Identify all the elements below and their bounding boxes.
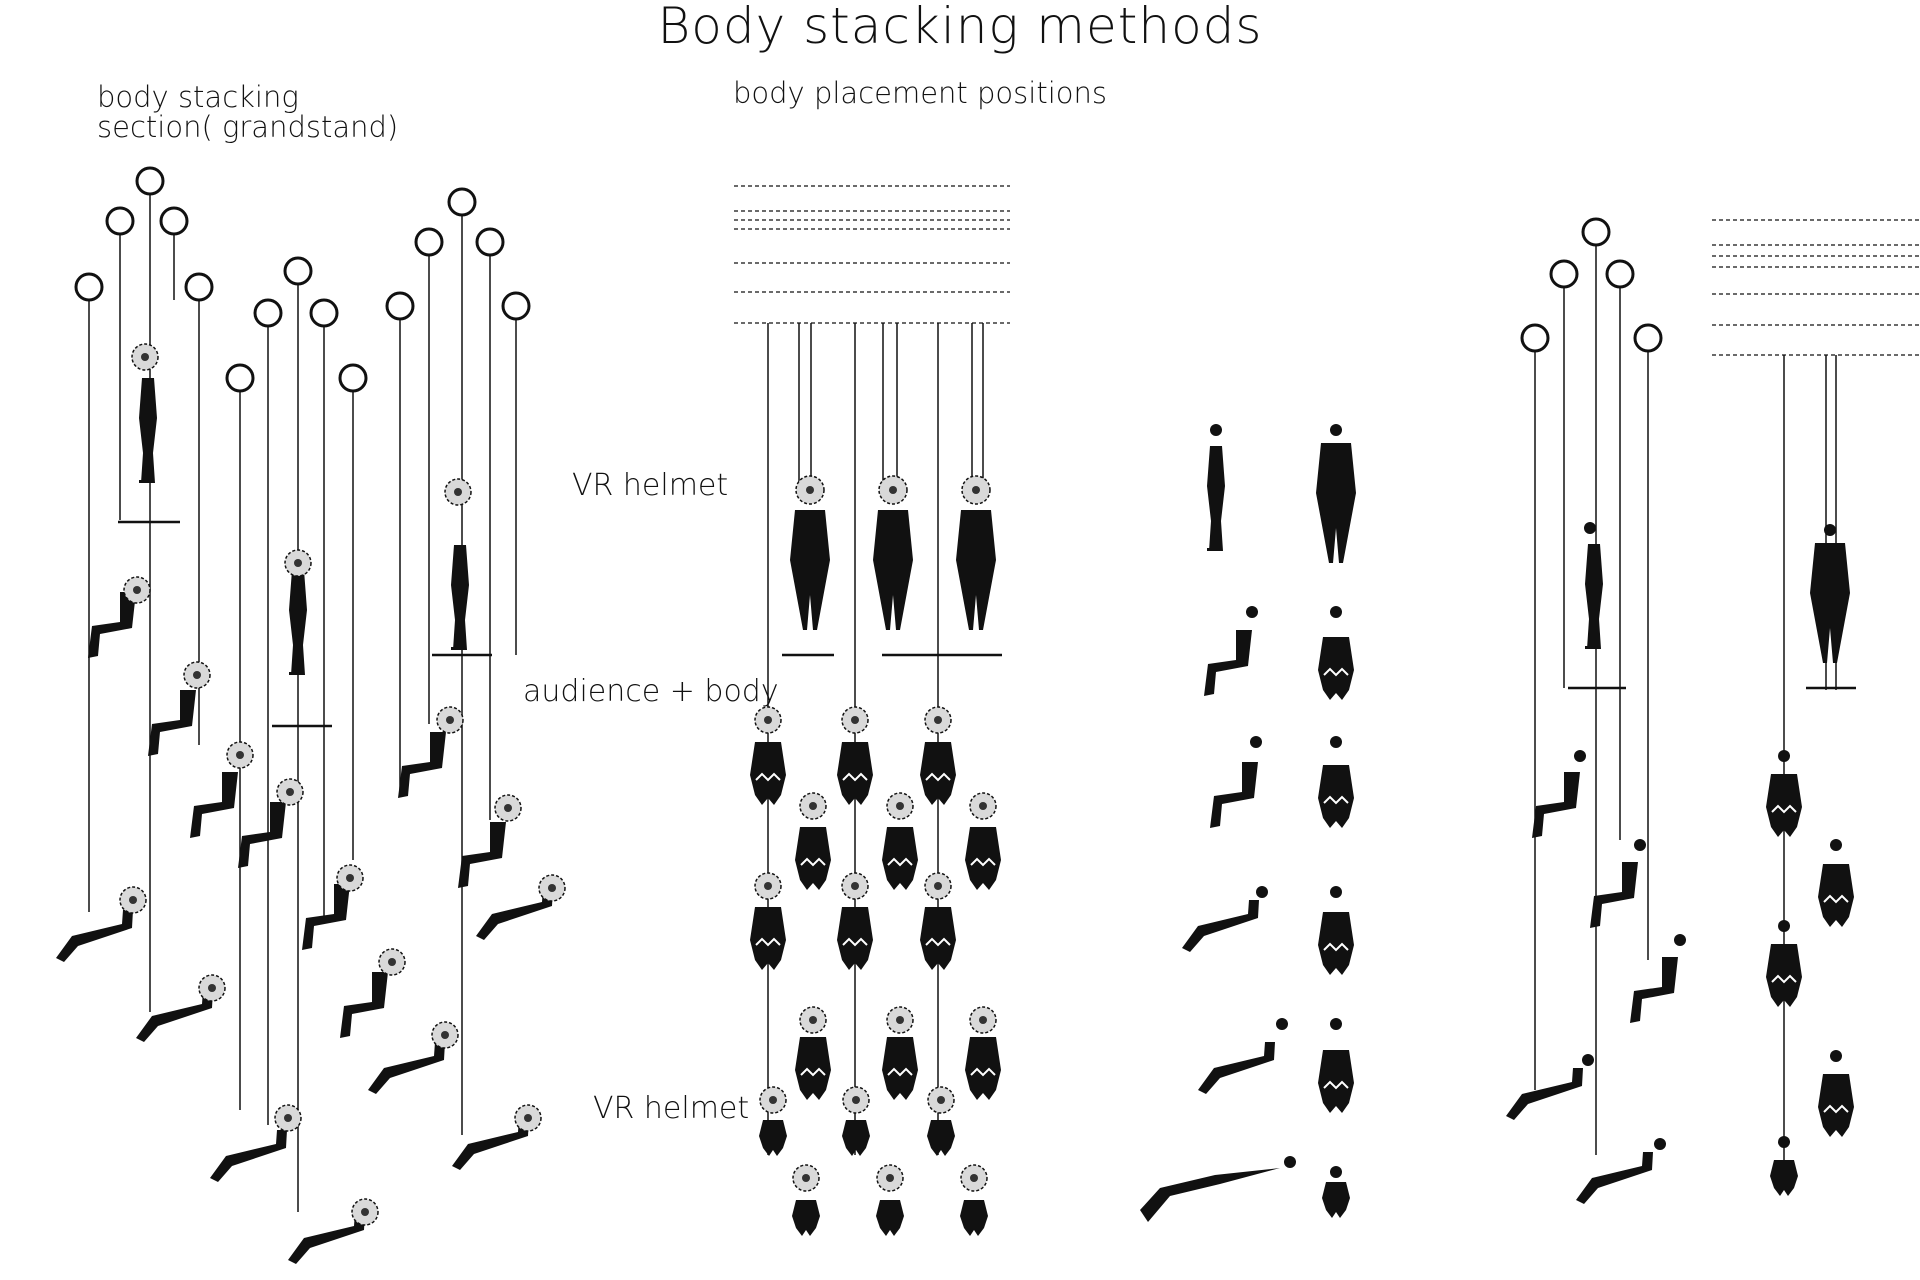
reclined-body-front (759, 1120, 787, 1156)
seated-body-front (836, 906, 874, 971)
speaker-circle (475, 227, 505, 257)
reclined-front (1317, 911, 1355, 976)
seated-body (190, 772, 238, 838)
standing-body-front (873, 510, 913, 630)
placement-positions-label: body placement positions (733, 76, 1107, 110)
standing-side (1585, 544, 1603, 649)
placement-ceiling-dashes (734, 185, 1010, 324)
reclined-body (288, 1212, 365, 1264)
standing-side (1207, 446, 1225, 551)
laid-back-front (1317, 1049, 1355, 1114)
speaker-circle (338, 363, 368, 393)
speaker-circle (184, 272, 214, 302)
vr-helmet-label-bottom: VR helmet (593, 1091, 750, 1126)
seated-body (398, 732, 446, 798)
audience-body-label: audience + body (523, 674, 779, 709)
speaker-circle (283, 256, 313, 286)
placement-bodies (749, 510, 1002, 1236)
placement-helmet-dots (764, 486, 987, 1182)
seated-side (1590, 862, 1638, 928)
seated-body (88, 592, 136, 658)
speaker-circle (135, 166, 165, 196)
seated-body-front (749, 741, 787, 806)
speaker-circle (159, 206, 189, 236)
reclined-body-front (842, 1120, 870, 1156)
reclined-side (1182, 900, 1259, 952)
speaker-circle (309, 298, 339, 328)
flat-front (1770, 1160, 1798, 1196)
tilted-side (1210, 762, 1258, 828)
standing-body (139, 378, 157, 483)
seated-body-front (919, 741, 957, 806)
seated-side (1204, 630, 1252, 696)
speaker-circle (225, 363, 255, 393)
seated-body (458, 822, 506, 888)
grandstand-bodies (56, 378, 553, 1264)
tilted-front (1317, 764, 1355, 829)
seated-body (340, 972, 388, 1038)
speaker-circle (253, 298, 283, 328)
flat-side (1140, 1168, 1280, 1222)
flat-front (1322, 1182, 1350, 1218)
seated-body-front (749, 906, 787, 971)
grandstand-suspension-lines (88, 194, 517, 1212)
placement-suspension-lines (767, 323, 1002, 1155)
reclined-body (136, 990, 213, 1042)
posture-sequence (1140, 424, 1356, 1222)
speaker-circle (447, 187, 477, 217)
reclined-side (1506, 1068, 1583, 1120)
seated-front (1317, 636, 1355, 701)
right-ceiling-dashes (1712, 219, 1920, 356)
reclined-body-front (876, 1200, 904, 1236)
seated-body (148, 690, 196, 756)
seated-body-front (964, 1036, 1002, 1101)
seated-front (1765, 773, 1803, 838)
tilted-side (1630, 957, 1678, 1023)
standing-body-front (790, 510, 830, 630)
speaker-circle (74, 272, 104, 302)
standing-front (1316, 443, 1356, 563)
standing-body-front (956, 510, 996, 630)
right-bodies (1506, 522, 1855, 1204)
seated-body-front (836, 741, 874, 806)
seated-body-front (964, 826, 1002, 891)
seated-body-front (881, 826, 919, 891)
seated-body-front (919, 906, 957, 971)
seated-side (1532, 772, 1580, 838)
reclined-body (210, 1130, 287, 1182)
reclined-body-front (792, 1200, 820, 1236)
seated-body-front (794, 1036, 832, 1101)
reclined-body-front (927, 1120, 955, 1156)
seated-body-front (794, 826, 832, 891)
speaker-circle (501, 291, 531, 321)
standing-body (451, 545, 469, 650)
laid-back-side (1576, 1152, 1653, 1204)
diagram-title: Body stacking methods (657, 0, 1263, 55)
seated-body (238, 802, 286, 868)
reclined-body-front (960, 1200, 988, 1236)
reclined-body (56, 910, 133, 962)
right-speakers (1520, 217, 1663, 353)
speaker-circle (385, 291, 415, 321)
tilted-front (1765, 943, 1803, 1008)
grandstand-vr-helmets (119, 343, 566, 1226)
right-suspension-lines (1534, 245, 1856, 1160)
vr-helmet-label-top: VR helmet (572, 468, 729, 503)
speaker-circle (414, 227, 444, 257)
placement-vr-helmets (754, 475, 997, 1192)
grandstand-helmet-dots (129, 353, 556, 1216)
grandstand-section-label: body stacking section( grandstand) (97, 80, 399, 145)
seated-front (1817, 863, 1855, 928)
standing-body (289, 570, 307, 675)
seated-body-front (881, 1036, 919, 1101)
speaker-circle (105, 206, 135, 236)
seated-body (302, 884, 350, 950)
reclined-body (368, 1042, 445, 1094)
reclined-front (1817, 1073, 1855, 1138)
standing-front (1810, 543, 1850, 663)
laid-back-side (1198, 1042, 1275, 1094)
